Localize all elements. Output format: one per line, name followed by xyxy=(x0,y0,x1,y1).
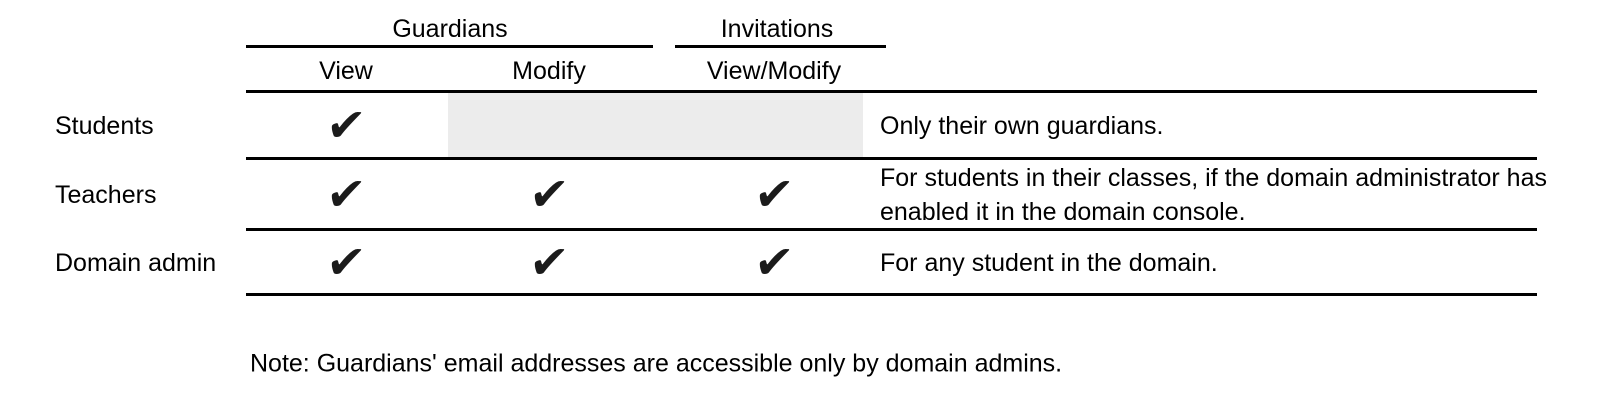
table-bottom-border xyxy=(246,293,1537,296)
row-divider-students-teachers xyxy=(246,157,1537,160)
guardians-group-underline xyxy=(246,45,653,48)
column-group-invitations-label: Invitations xyxy=(720,15,834,43)
teachers-guardians-modify-check-icon: ✔ xyxy=(526,167,572,221)
column-header-view-modify: View/Modify xyxy=(706,57,842,85)
footnote: Note: Guardians' email addresses are acc… xyxy=(250,349,1063,378)
row-label-domain-admin: Domain admin xyxy=(55,249,217,277)
students-guardians-view-check-icon: ✔ xyxy=(323,98,369,152)
invitations-group-underline xyxy=(675,45,886,48)
students-no-permission-cell xyxy=(448,93,863,157)
domain-admin-invitations-check-icon: ✔ xyxy=(751,235,797,289)
column-header-view: View xyxy=(319,57,373,85)
row-label-teachers: Teachers xyxy=(55,181,157,209)
domain-admin-guardians-view-check-icon: ✔ xyxy=(323,235,369,289)
row-label-students: Students xyxy=(55,112,154,140)
header-divider xyxy=(246,90,1537,93)
teachers-guardians-view-check-icon: ✔ xyxy=(323,167,369,221)
column-header-modify: Modify xyxy=(512,57,586,85)
note-teachers: For students in their classes, if the do… xyxy=(880,164,1547,226)
domain-admin-guardians-modify-check-icon: ✔ xyxy=(526,235,572,289)
note-students: Only their own guardians. xyxy=(880,112,1164,140)
teachers-invitations-check-icon: ✔ xyxy=(751,167,797,221)
row-divider-teachers-domain-admin xyxy=(246,228,1537,231)
column-group-guardians-label: Guardians xyxy=(392,15,508,43)
note-domain-admin: For any student in the domain. xyxy=(880,249,1218,277)
